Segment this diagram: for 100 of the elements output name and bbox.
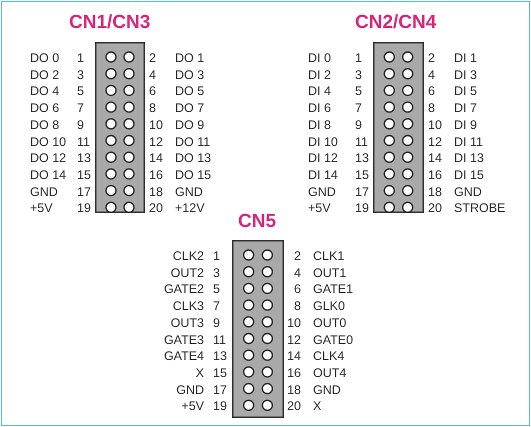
pin-label: DI 7 [454, 101, 477, 116]
pin-label: DI 0 [308, 51, 331, 65]
pin-label: GATE0 [313, 332, 354, 346]
connector-title: CN5 [238, 211, 276, 233]
pin-label: DI 12 [308, 151, 338, 166]
pin-number: 4 [149, 68, 156, 82]
pin-number: 11 [77, 134, 90, 148]
pin-label: OUT0 [313, 316, 346, 330]
pin-label: GATE2 [164, 282, 204, 296]
pin-label: OUT4 [313, 366, 346, 380]
pin-label: DO 4 [30, 84, 60, 98]
pin-number: 9 [77, 118, 84, 132]
pin-number: 18 [428, 184, 442, 199]
pin-number: 15 [355, 168, 369, 182]
pin-label: DO 8 [30, 118, 60, 132]
pin-label: CLK3 [172, 299, 204, 314]
pin-label: DO 10 [30, 134, 66, 148]
pin-label: +12V [175, 201, 205, 216]
pin-label: X [313, 399, 322, 414]
pin-number: 20 [149, 201, 163, 216]
pin-number: 2 [149, 51, 156, 65]
pin-number: 6 [149, 84, 156, 98]
pin-label: DI 14 [308, 168, 338, 182]
pin-number: 13 [77, 151, 91, 166]
pin-label: OUT1 [313, 266, 346, 280]
pin-label: DI 13 [454, 151, 484, 166]
pin-number: 19 [355, 201, 369, 216]
pin-label: +5V [181, 399, 204, 414]
pin-number: 9 [213, 316, 220, 330]
pin-label: DO 14 [30, 168, 66, 182]
pin-number: 10 [287, 316, 301, 330]
pin-label: STROBE [454, 201, 506, 216]
pin-label: DI 1 [454, 51, 477, 65]
pin-label: DI 5 [454, 84, 477, 98]
pin-number: 6 [428, 84, 435, 98]
pin-number: 8 [294, 299, 301, 314]
pin-number: 19 [213, 399, 227, 414]
pin-label: DO 2 [30, 68, 60, 82]
pin-number: 16 [149, 168, 163, 182]
pin-number: 18 [149, 184, 163, 199]
pin-label: DO 11 [175, 134, 210, 148]
pin-label: DO 13 [175, 151, 212, 166]
pin-label: OUT2 [170, 266, 204, 280]
pin-number: 15 [77, 168, 91, 182]
pin-number: 2 [428, 51, 435, 65]
pin-label: DI 6 [308, 101, 331, 116]
pin-number: 15 [213, 366, 227, 380]
pin-number: 6 [294, 282, 301, 296]
connector-title: CN1/CN3 [69, 12, 150, 34]
pin-number: 5 [355, 84, 362, 98]
pin-label: CLK2 [172, 249, 204, 263]
pin-label: DI 3 [454, 68, 477, 82]
pin-label: DO 7 [175, 101, 204, 116]
pin-label: DO 6 [30, 101, 60, 116]
pin-label: +5V [30, 201, 53, 216]
pin-label: GATE1 [313, 282, 354, 296]
pin-number: 9 [355, 118, 362, 132]
pin-label: GND [176, 382, 204, 397]
pin-number: 4 [294, 266, 301, 280]
pin-number: 7 [213, 299, 220, 314]
pin-number: 11 [213, 332, 226, 346]
pin-number: 3 [355, 68, 362, 82]
pin-number: 5 [77, 84, 84, 98]
pin-label: GATE4 [164, 349, 204, 364]
pin-number: 4 [428, 68, 435, 82]
pin-label: GND [454, 184, 482, 199]
pin-number: 12 [149, 134, 163, 148]
pin-label: DO 12 [30, 151, 66, 166]
pin-number: 1 [213, 249, 220, 263]
pin-label: DO 3 [175, 68, 204, 82]
pin-label: DI 9 [454, 118, 477, 132]
pin-label: OUT3 [170, 316, 204, 330]
pin-number: 1 [355, 51, 362, 65]
pin-number: 8 [428, 101, 435, 116]
pin-label: DI 15 [454, 168, 484, 182]
pin-number: 3 [77, 68, 84, 82]
pin-label: GATE3 [164, 332, 204, 346]
pin-number: 3 [213, 266, 220, 280]
pin-label: DO 9 [175, 118, 204, 132]
pin-number: 18 [287, 382, 301, 397]
pin-label: GLK0 [313, 299, 345, 314]
pin-number: 20 [287, 399, 301, 414]
pin-number: 2 [294, 249, 301, 263]
pin-number: 14 [149, 151, 163, 166]
pin-number: 1 [77, 51, 84, 65]
pin-label: DI 2 [308, 68, 331, 82]
pin-number: 17 [213, 382, 227, 397]
pin-number: 14 [428, 151, 442, 166]
pin-label: DI 10 [308, 134, 338, 148]
pin-label: GND [30, 184, 58, 199]
pin-label: DO 5 [175, 84, 204, 98]
pin-label: DI 8 [308, 118, 331, 132]
pin-label: GND [175, 184, 203, 199]
pin-label: GND [308, 184, 336, 199]
pin-label: +5V [308, 201, 331, 216]
pin-number: 10 [428, 118, 442, 132]
pin-label: DI 11 [454, 134, 483, 148]
pin-label: CLK4 [313, 349, 344, 364]
pin-number: 14 [287, 349, 301, 364]
pin-label: DO 15 [175, 168, 212, 182]
